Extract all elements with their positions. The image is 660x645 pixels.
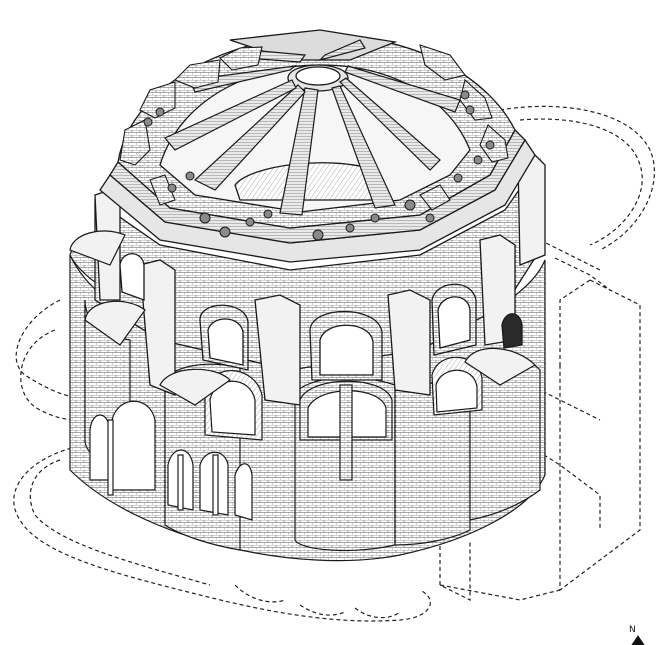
drum-windows	[119, 253, 523, 381]
dome-ribs	[164, 39, 461, 216]
dome-finials	[143, 90, 495, 241]
north-arrow-icon	[631, 635, 645, 645]
north-arrow-label: N	[629, 625, 636, 635]
arcade-openings	[89, 400, 253, 521]
dome-buttress-steps	[119, 44, 509, 211]
apse-half-domes	[204, 356, 483, 481]
ground-plan-outline	[13, 105, 655, 622]
apse-roofs	[69, 230, 536, 406]
